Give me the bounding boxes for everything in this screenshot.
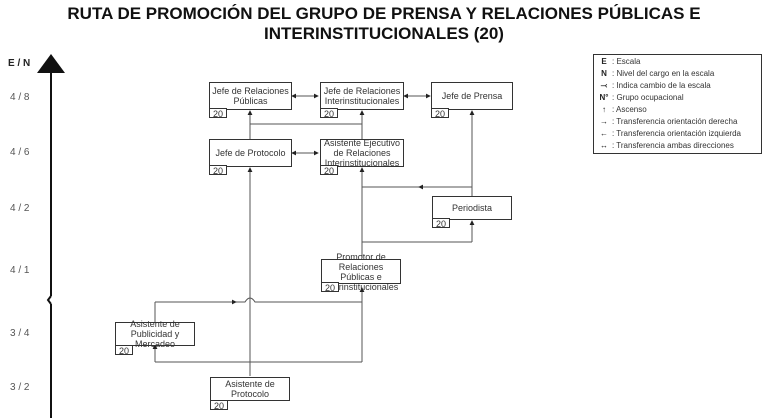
position-jefe-de-protocolo[interactable]: Jefe de Protocolo [209, 139, 292, 167]
arrow-both-icon: ↔ [600, 141, 608, 150]
position-jefe-de-prensa[interactable]: Jefe de Prensa [431, 82, 513, 110]
arrow-up-icon: ↑ [602, 105, 606, 114]
scale-change-icon [46, 295, 52, 305]
legend-item-izquierda: ←: Transferencia orientación izquierda [596, 128, 741, 139]
axis-level-4-1: 4 / 1 [10, 265, 30, 276]
link-asistente-publicidad-top [155, 297, 362, 303]
axis-level-3-2: 3 / 2 [10, 382, 30, 393]
group-number-icon: N° [599, 93, 609, 102]
group-badge: 20 [209, 165, 227, 176]
group-badge: 20 [320, 165, 338, 176]
scale-change-icon: ⤙ [600, 81, 608, 90]
legend: E: Escala N: Nivel del cargo en la escal… [593, 54, 762, 154]
legend-item-derecha: →: Transferencia orientación derecha [596, 116, 737, 127]
legend-item-ambas: ↔: Transferencia ambas direcciones [596, 140, 734, 151]
axis-arrow-up-icon [37, 54, 65, 73]
axis-level-4-2: 4 / 2 [10, 203, 30, 214]
legend-item-grupo: N°: Grupo ocupacional [596, 92, 684, 103]
group-badge: 20 [432, 218, 450, 229]
axis-level-4-6: 4 / 6 [10, 147, 30, 158]
axis-level-4-8: 4 / 8 [10, 92, 30, 103]
letter-e-icon: E [601, 57, 607, 66]
position-asistente-publicidad[interactable]: Asistente de Publicidad y Mercadeo [115, 319, 195, 349]
position-asistente-ejecutivo[interactable]: Asistente Ejecutivo de Relaciones Interi… [320, 138, 404, 168]
scale-axis [37, 54, 65, 418]
axis-level-3-4: 3 / 4 [10, 328, 30, 339]
arrow-right-icon: → [600, 117, 608, 126]
position-promotor[interactable]: Promotor de Relaciones Públicas e Interi… [321, 252, 401, 292]
diagram-title-line-1: RUTA DE PROMOCIÓN DEL GRUPO DE PRENSA Y … [67, 4, 701, 23]
group-badge: 20 [115, 345, 133, 356]
legend-item-ascenso: ↑: Ascenso [596, 104, 647, 115]
group-badge: 20 [210, 400, 228, 411]
position-jefe-relaciones-interinstitucionales[interactable]: Jefe de Relaciones Interinstitucionales [320, 82, 404, 110]
legend-item-cambio-escala: ⤙: Indica cambio de la escala [596, 80, 711, 91]
position-periodista[interactable]: Periodista [432, 196, 512, 220]
group-badge: 20 [431, 108, 449, 119]
group-badge: 20 [320, 108, 338, 119]
axis-header: E / N [8, 58, 31, 69]
position-asistente-protocolo[interactable]: Asistente de Protocolo [210, 377, 290, 401]
diagram-title-line-2: INTERINSTITUCIONALES (20) [264, 24, 504, 43]
group-badge: 20 [321, 282, 339, 293]
legend-item-escala: E: Escala [596, 56, 640, 67]
position-jefe-relaciones-publicas[interactable]: Jefe de Relaciones Públicas [209, 82, 292, 110]
legend-item-nivel: N: Nivel del cargo en la escala [596, 68, 714, 79]
arrow-left-icon: ← [600, 129, 608, 138]
letter-n-icon: N [601, 69, 607, 78]
group-badge: 20 [209, 108, 227, 119]
